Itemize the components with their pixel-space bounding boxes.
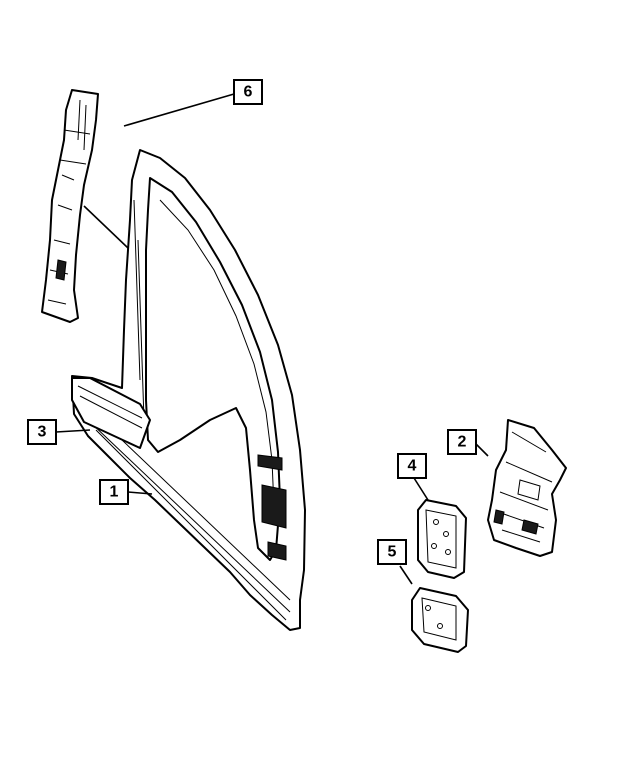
leader-4 [413, 477, 429, 501]
leader-lines [55, 93, 489, 585]
callout-label-4: 4 [408, 458, 417, 475]
part-4-gusset-plate [417, 499, 467, 579]
callout-label-6: 6 [244, 84, 253, 101]
callout-label-5: 5 [388, 544, 397, 561]
callout-label-1: 1 [110, 484, 119, 501]
leader-3 [55, 429, 91, 433]
part-2-hinge-bracket [487, 419, 567, 557]
callout-label-3: 3 [38, 424, 47, 441]
part-6-pillar-reinforcement [41, 89, 99, 323]
callout-label-2: 2 [458, 434, 467, 451]
callout-5: 5 [377, 539, 407, 565]
callout-3: 3 [27, 419, 57, 445]
callout-4: 4 [397, 453, 427, 479]
callout-6: 6 [233, 79, 263, 105]
part-5-reinforcement-block [411, 587, 469, 653]
leader-1 [127, 491, 153, 495]
leader-6b [83, 205, 129, 249]
callout-2: 2 [447, 429, 477, 455]
leader-5 [399, 565, 413, 585]
leader-2 [475, 443, 489, 457]
leader-6 [123, 93, 235, 127]
callout-1: 1 [99, 479, 129, 505]
part-3-sill-reinforcement [71, 377, 151, 449]
part-1-body-side-aperture [71, 149, 306, 631]
